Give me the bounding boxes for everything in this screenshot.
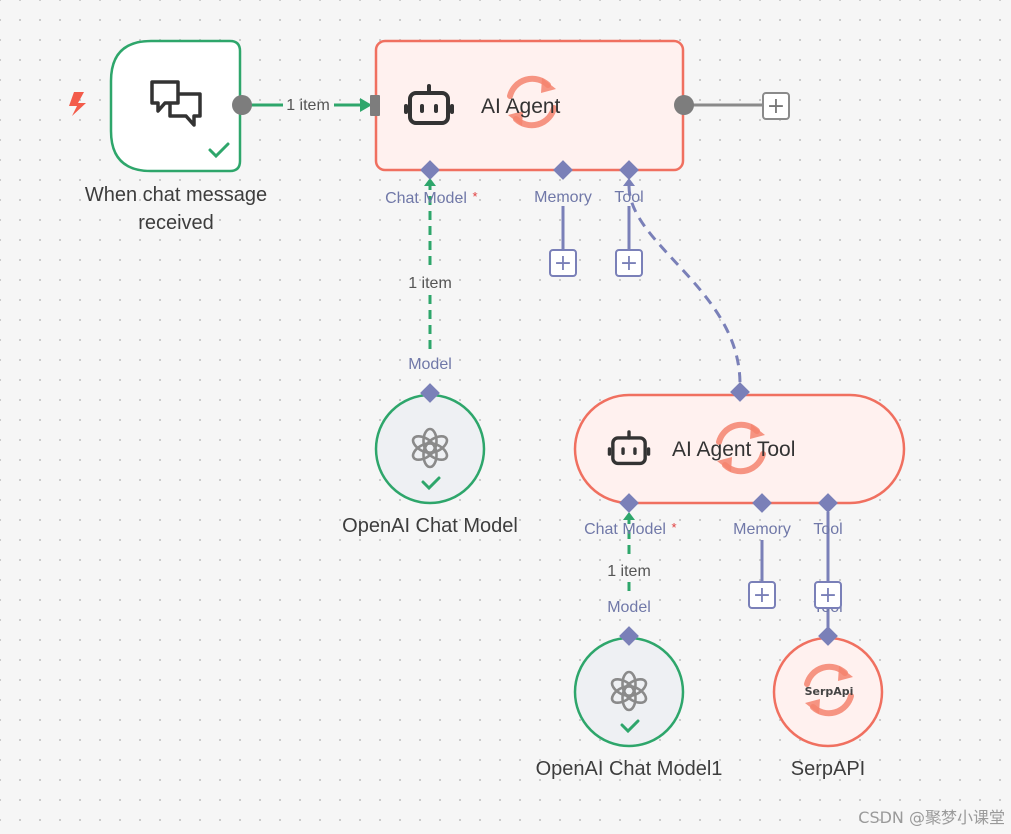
- trigger-output-handle[interactable]: [232, 95, 252, 115]
- ai-agent-title: AI Agent: [481, 95, 561, 118]
- plus-icon: +: [554, 251, 572, 276]
- trigger-label-line2: received: [138, 212, 214, 234]
- watermark: CSDN @聚梦小课堂: [858, 808, 1005, 827]
- success-check-icon: [421, 476, 441, 491]
- agent-tool-port-memory[interactable]: [752, 493, 772, 513]
- serpapi-logo-text: SerpApi: [805, 685, 854, 698]
- agent-tool-tool-add-button[interactable]: +: [814, 581, 842, 609]
- trigger-node[interactable]: When chat message received: [69, 39, 267, 234]
- openai-port-label-model: Model: [408, 356, 452, 373]
- openai-chat-model1-label: OpenAI Chat Model1: [536, 758, 723, 780]
- agent-port-label-chat-model: Chat Model: [385, 190, 467, 207]
- openai1-port-label-model: Model: [607, 599, 651, 616]
- openai-chat-model1-node[interactable]: Model OpenAI Chat Model1: [536, 599, 723, 780]
- serpapi-node[interactable]: Tool SerpApi SerpAPI: [772, 599, 884, 780]
- plus-icon: +: [753, 583, 771, 608]
- serpapi-port-tool[interactable]: [818, 626, 838, 646]
- arrow-head-icon: [424, 178, 436, 186]
- openai-chat-model-node[interactable]: Model OpenAI Chat Model: [342, 356, 518, 537]
- connection-label-model-agent: 1 item: [408, 275, 452, 292]
- agent-memory-add-button[interactable]: +: [549, 206, 577, 277]
- agent-input-handle[interactable]: [370, 95, 380, 116]
- connection-label-model1-agent-tool: 1 item: [607, 563, 651, 580]
- required-mark: *: [671, 520, 676, 535]
- arrow-head-icon: [623, 512, 635, 520]
- agent-tool-add-button[interactable]: +: [615, 206, 643, 277]
- plus-icon: +: [620, 251, 638, 276]
- agent-output-handle[interactable]: [674, 95, 694, 115]
- agent-tool-memory-add-button[interactable]: +: [748, 540, 776, 609]
- success-check-icon: [208, 142, 230, 159]
- openai-chat-model-label: OpenAI Chat Model: [342, 515, 518, 537]
- connection-model-to-agent[interactable]: 1 item: [408, 178, 452, 354]
- agent-port-label-tool: Tool: [614, 189, 643, 206]
- agent-tool-port-label-chat-model: Chat Model: [584, 521, 666, 538]
- agent-tool-input-port[interactable]: [730, 382, 750, 402]
- agent-port-chat-model[interactable]: [420, 160, 440, 180]
- agent-port-label-memory: Memory: [534, 189, 592, 206]
- trigger-label-line1: When chat message: [85, 184, 267, 206]
- chat-bubbles-icon: [150, 80, 202, 127]
- openai-port-model[interactable]: [420, 383, 440, 403]
- serpapi-label: SerpAPI: [791, 758, 865, 780]
- success-check-icon: [620, 719, 640, 734]
- arrow-head-icon: [623, 178, 635, 186]
- openai1-port-model[interactable]: [619, 626, 639, 646]
- ai-agent-node[interactable]: AI Agent Chat Model * Memory Tool: [370, 39, 694, 207]
- plus-icon: +: [819, 583, 837, 608]
- connection-model1-to-agent-tool[interactable]: 1 item: [607, 512, 651, 596]
- agent-tool-port-chat-model[interactable]: [619, 493, 639, 513]
- connection-label-trigger-agent: 1 item: [286, 97, 330, 114]
- lightning-icon: [69, 92, 86, 116]
- plus-icon: +: [767, 94, 785, 119]
- required-mark: *: [472, 189, 477, 204]
- ai-agent-tool-title: AI Agent Tool: [672, 438, 795, 461]
- connection-tool-to-agent-tool[interactable]: [623, 178, 742, 385]
- arrow-head-icon: [360, 98, 372, 112]
- ai-agent-tool-node[interactable]: AI Agent Tool Chat Model * Memory Tool: [573, 382, 906, 538]
- agent-tool-port-label-memory: Memory: [733, 521, 791, 538]
- agent-tool-port-tool[interactable]: [818, 493, 838, 513]
- agent-tool-port-label-tool: Tool: [813, 521, 842, 538]
- connection-trigger-to-agent[interactable]: 1 item: [242, 97, 372, 114]
- agent-output-add-button[interactable]: +: [762, 92, 790, 120]
